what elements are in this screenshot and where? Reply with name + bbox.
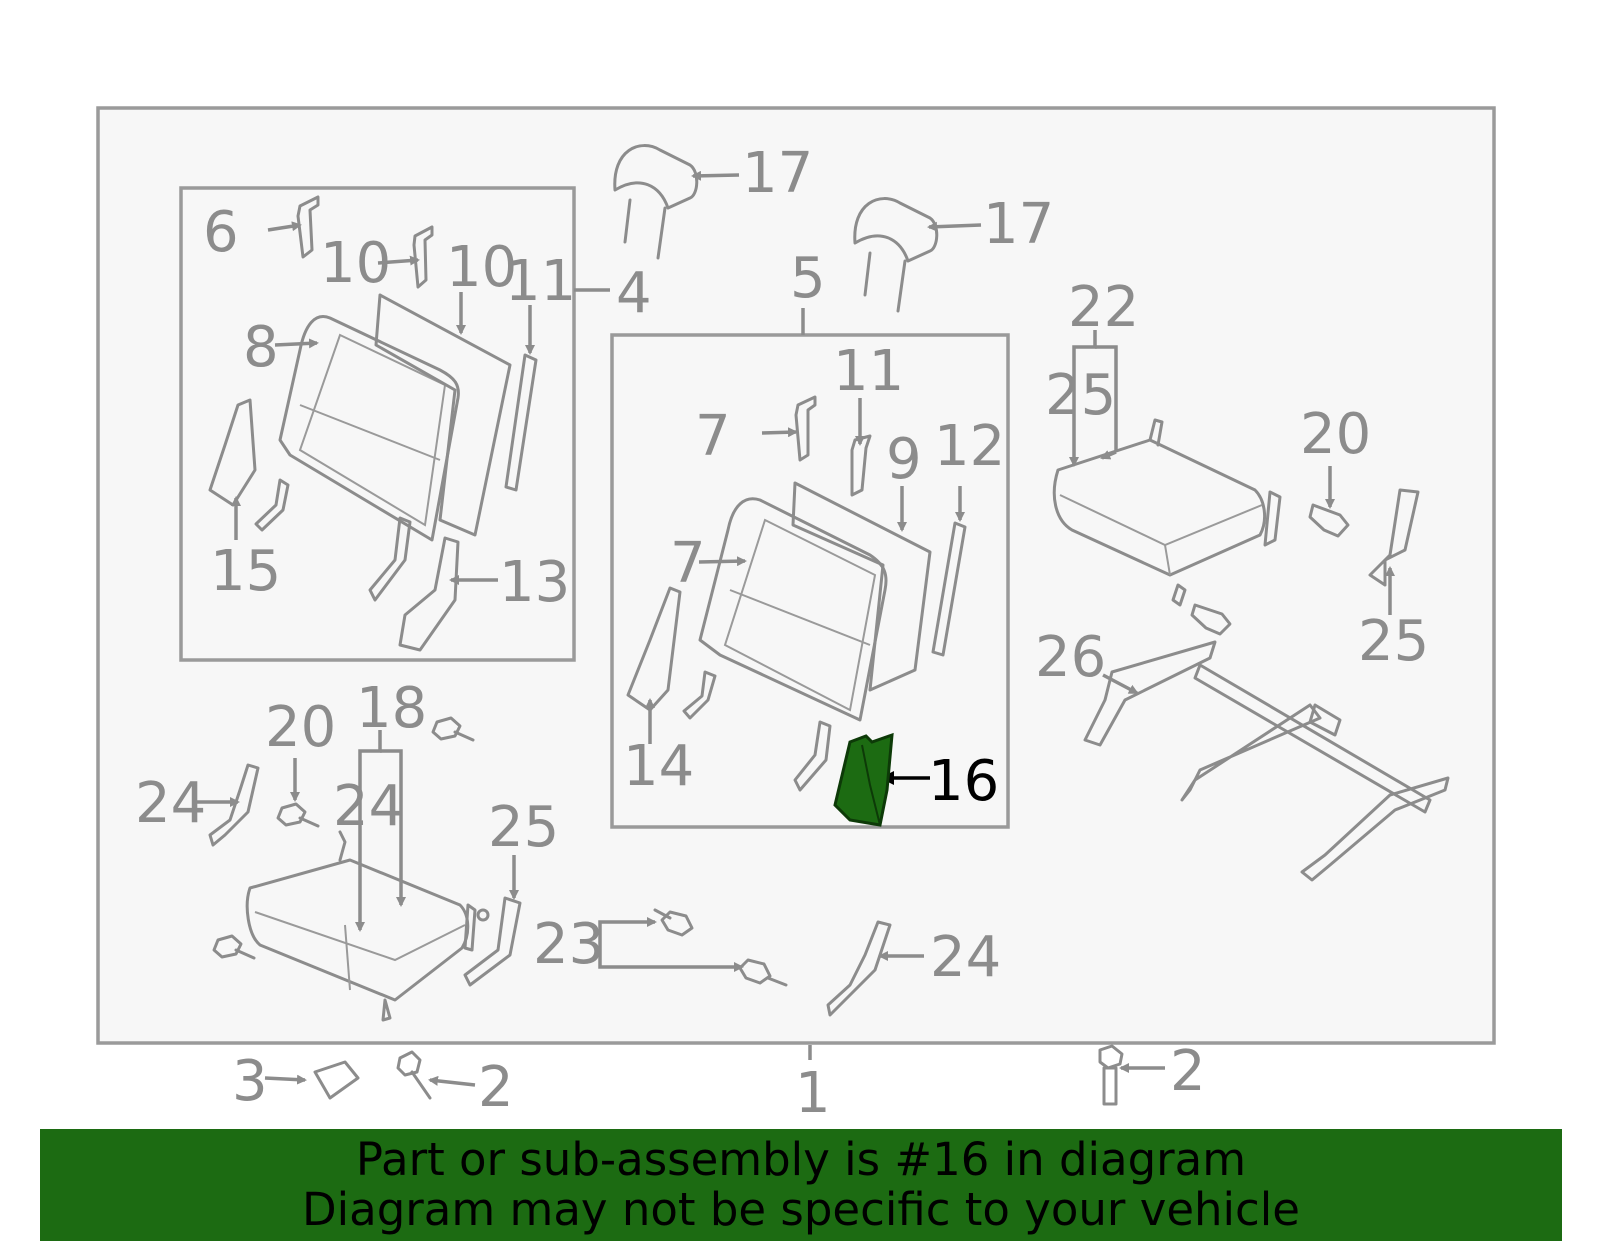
callout-12: 11 bbox=[505, 249, 576, 314]
callout-10: 6 bbox=[203, 200, 239, 265]
banner-line-1: Part or sub-assembly is #16 in diagram bbox=[355, 1133, 1247, 1186]
callout-25: 25 bbox=[1358, 609, 1429, 674]
headrest-17-center bbox=[853, 197, 939, 313]
callout-10: 10 bbox=[320, 231, 391, 296]
callout-19: 22 bbox=[1068, 275, 1139, 340]
callout-16: 16 bbox=[928, 749, 999, 814]
callout-9: 9 bbox=[886, 427, 922, 492]
fasteners-right bbox=[1083, 488, 1450, 882]
seat-cushion-right bbox=[1052, 418, 1282, 607]
highlighted-part-16 bbox=[833, 732, 894, 827]
callout-7: 7 bbox=[670, 531, 706, 596]
callout-18: 18 bbox=[356, 676, 427, 741]
seat-cushion-left bbox=[245, 830, 477, 1022]
callout-21: 23 bbox=[533, 912, 604, 977]
callout-17: 17 bbox=[983, 192, 1054, 257]
callout-17: 17 bbox=[742, 141, 813, 206]
callout-12: 12 bbox=[934, 414, 1005, 479]
callout-4: 4 bbox=[616, 261, 652, 326]
callout-8: 10 bbox=[446, 235, 517, 300]
callout-13: 13 bbox=[499, 550, 570, 615]
fasteners-bottom bbox=[313, 1044, 1124, 1106]
leader-lines bbox=[192, 170, 1395, 1087]
callout-23: 25 bbox=[1045, 363, 1116, 428]
seatback-group-frame-left bbox=[179, 186, 576, 662]
seatback-group-frame-center bbox=[610, 333, 1010, 829]
callout-26: 26 bbox=[1035, 625, 1106, 690]
callout-22: 24 bbox=[333, 774, 404, 839]
seatback-assembly-center bbox=[626, 395, 967, 792]
callout-3: 3 bbox=[232, 1049, 268, 1114]
callout-24: 24 bbox=[930, 925, 1001, 990]
callout-labels: 6 10 10 11 4 8 15 13 17 17 5 11 7 9 12 7… bbox=[135, 141, 1429, 1126]
callout-25: 25 bbox=[488, 795, 559, 860]
callout-5: 5 bbox=[790, 246, 826, 311]
callout-2: 2 bbox=[1170, 1039, 1206, 1104]
callout-24: 24 bbox=[135, 771, 206, 836]
seatback-assembly-left bbox=[208, 195, 538, 652]
callout-15: 15 bbox=[210, 539, 281, 604]
callout-2: 2 bbox=[478, 1055, 514, 1120]
diagram-frame bbox=[96, 106, 1496, 1045]
callout-1: 1 bbox=[795, 1061, 831, 1126]
fasteners-left bbox=[208, 716, 892, 1017]
callout-6: 8 bbox=[243, 315, 279, 380]
callout-14: 14 bbox=[623, 734, 694, 799]
info-banner: Part or sub-assembly is #16 in diagram D… bbox=[40, 1129, 1562, 1241]
banner-line-2: Diagram may not be specific to your vehi… bbox=[302, 1183, 1300, 1236]
headrest-17-left bbox=[613, 144, 699, 260]
callout-20: 20 bbox=[1300, 402, 1371, 467]
callout-11: 11 bbox=[833, 339, 904, 404]
callout-20: 20 bbox=[265, 695, 336, 760]
callout-10: 7 bbox=[695, 404, 731, 469]
